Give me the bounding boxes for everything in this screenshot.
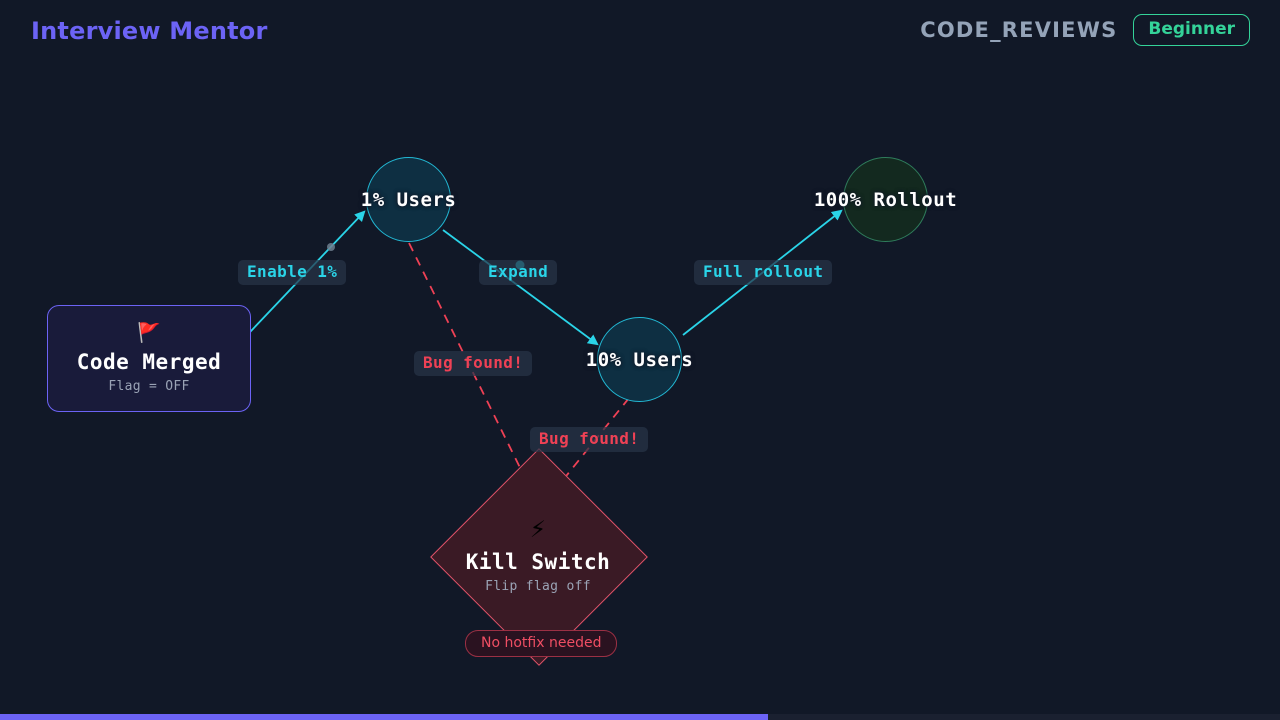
- lightning-icon: ⚡: [529, 516, 547, 543]
- edge-label-bug-found-1: Bug found!: [414, 351, 533, 376]
- level-badge[interactable]: Beginner: [1133, 14, 1250, 46]
- node-full-rollout-title: 100% Rollout: [813, 188, 958, 211]
- node-code-merged-subtitle: Flag = OFF: [108, 378, 190, 394]
- progress-fill: [0, 714, 768, 720]
- progress-track: [0, 714, 1280, 720]
- node-code-merged-title: Code Merged: [76, 349, 222, 374]
- node-full-rollout[interactable]: 100% Rollout: [814, 157, 957, 242]
- node-code-merged[interactable]: 🚩 Code Merged Flag = OFF: [47, 305, 251, 412]
- topic-label: CODE_REVIEWS: [920, 18, 1118, 42]
- node-ten-percent-title: 10% Users: [585, 348, 694, 371]
- node-one-percent[interactable]: 1% Users: [361, 157, 456, 242]
- diagram-canvas[interactable]: 🚩 Code Merged Flag = OFF 1% Users 10% Us…: [0, 0, 1280, 700]
- node-kill-switch-title: Kill Switch: [465, 549, 611, 574]
- app-header: Interview Mentor CODE_REVIEWS Beginner: [0, 0, 1280, 66]
- edge-label-bug-found-2: Bug found!: [530, 427, 649, 452]
- status-badge: No hotfix needed: [465, 630, 618, 657]
- node-kill-switch-content: ⚡ Kill Switch Flip flag off: [431, 449, 645, 663]
- node-one-percent-title: 1% Users: [360, 188, 457, 211]
- node-kill-switch-subtitle: Flip flag off: [485, 578, 591, 594]
- node-ten-percent[interactable]: 10% Users: [586, 317, 693, 402]
- edge-label-full-rollout: Full rollout: [694, 260, 833, 285]
- flag-icon: 🚩: [137, 321, 161, 344]
- edge-label-enable-1: Enable 1%: [238, 260, 347, 285]
- edge-expand: [442, 229, 599, 346]
- edge-label-expand: Expand: [479, 260, 558, 285]
- node-kill-switch[interactable]: ⚡ Kill Switch Flip flag off No hotfix ne…: [430, 448, 648, 666]
- edge-dot-enable-1: [327, 243, 335, 251]
- header-right-group: CODE_REVIEWS Beginner: [920, 14, 1250, 46]
- page-title: Interview Mentor: [31, 17, 268, 45]
